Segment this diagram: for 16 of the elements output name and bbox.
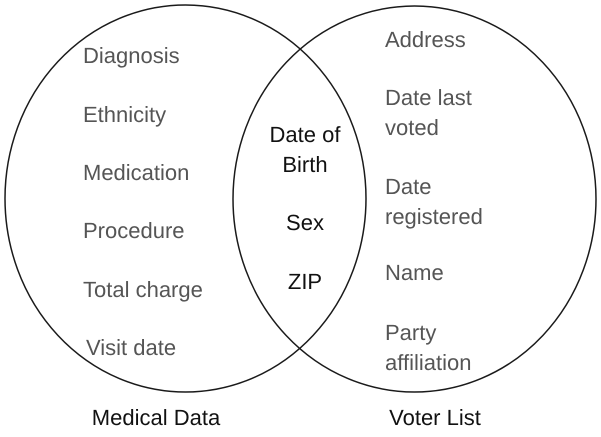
attribute-label: Medication xyxy=(83,159,190,187)
attribute-label: Total charge xyxy=(83,276,204,304)
attribute-label: Diagnosis xyxy=(83,42,181,70)
attribute-label: Procedure xyxy=(83,217,186,245)
attribute-label: Address xyxy=(385,26,467,54)
set-title: Voter List xyxy=(388,404,482,432)
shared-attribute-label: Date of Birth xyxy=(269,121,341,179)
shared-attribute-label: ZIP xyxy=(287,268,323,296)
attribute-label: Ethnicity xyxy=(83,101,168,129)
set-title: Medical Data xyxy=(91,404,221,432)
attribute-label: Visit date xyxy=(86,334,178,362)
shared-attribute-label: Sex xyxy=(286,209,324,237)
attribute-label: Date last voted xyxy=(385,84,473,142)
attribute-label: Name xyxy=(385,259,445,287)
attribute-label: Party affiliation xyxy=(385,319,472,377)
attribute-label: Date registered xyxy=(385,173,484,231)
